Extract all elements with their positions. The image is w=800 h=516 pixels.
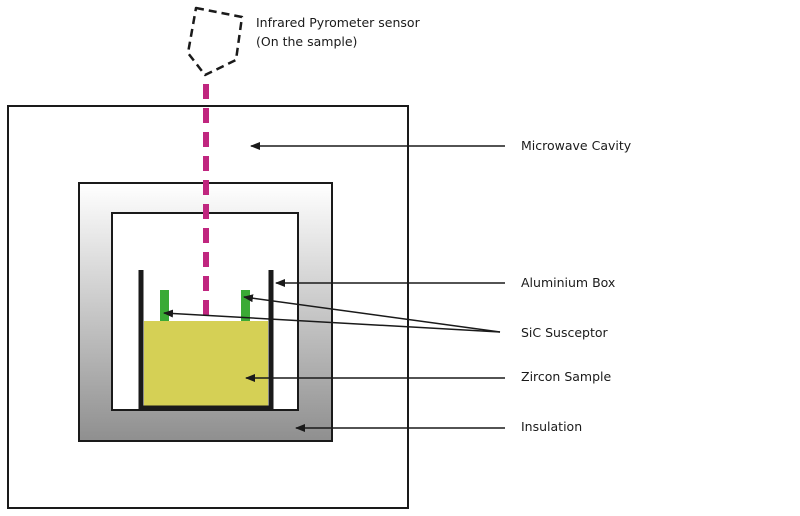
microwave-cavity xyxy=(7,105,409,509)
label-microwave-cavity: Microwave Cavity xyxy=(521,138,632,153)
pyrometer-sensor-icon xyxy=(186,6,244,77)
sensor-title: Infrared Pyrometer sensor xyxy=(256,15,421,30)
arrow-sic-susceptor-left xyxy=(163,309,501,333)
sic-susceptor-right xyxy=(241,290,250,321)
label-insulation: Insulation xyxy=(521,419,582,434)
sic-susceptor-left xyxy=(160,290,169,321)
label-sic-susceptor: SiC Susceptor xyxy=(521,325,609,340)
aluminium-box xyxy=(138,270,274,411)
arrow-sic-susceptor-right xyxy=(243,294,501,333)
sensor-subtitle: (On the sample) xyxy=(256,34,357,49)
label-zircon-sample: Zircon Sample xyxy=(521,369,611,384)
zircon-sample xyxy=(144,321,268,406)
label-aluminium-box: Aluminium Box xyxy=(521,275,615,290)
